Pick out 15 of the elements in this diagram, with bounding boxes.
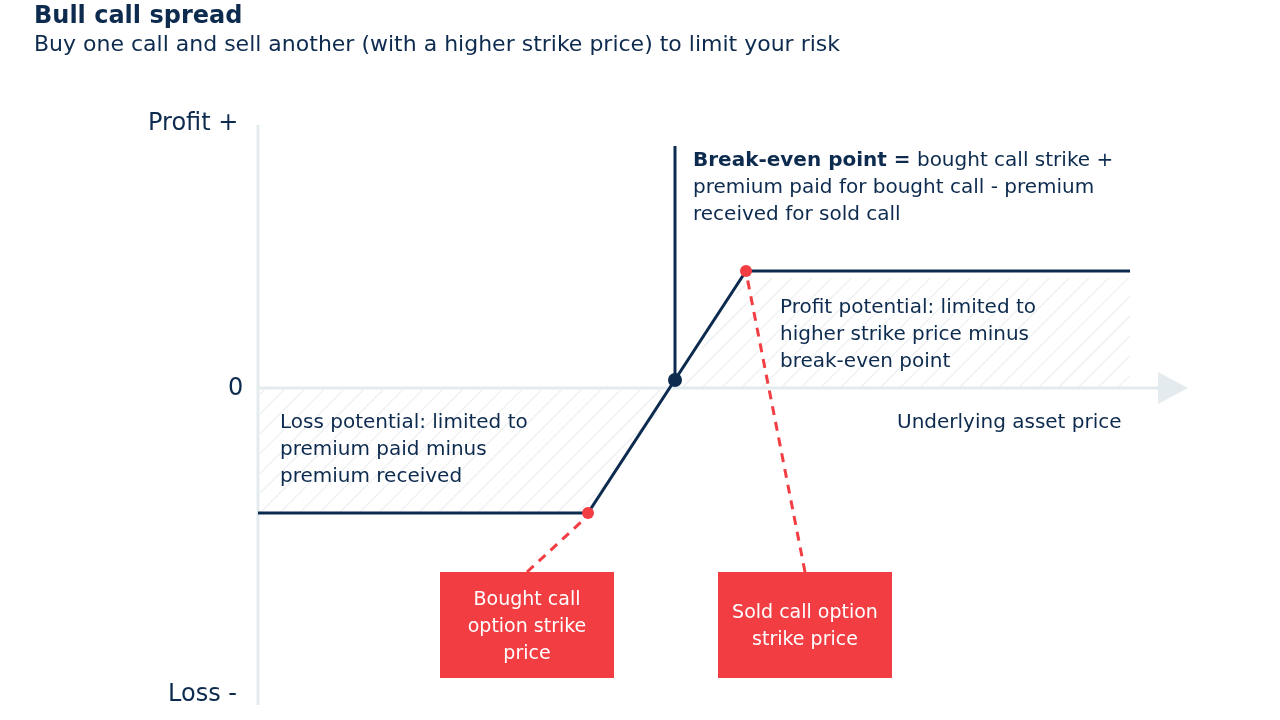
strike-price-box: Sold call option strike price	[718, 572, 892, 678]
profit-potential-note: Profit potential: limited to higher strike price minus break-even point	[780, 293, 1037, 374]
axis-title: Underlying asset price	[897, 408, 1122, 435]
subtitle: Buy one call and sell another (with a higher strike price) to limit your risk	[34, 30, 840, 57]
axis-label: Loss -	[168, 680, 237, 707]
strike-price-box: Bought call option strike price	[440, 572, 614, 678]
strike-point-dot	[582, 507, 594, 519]
leader-line	[673, 146, 677, 376]
break-even-dot	[668, 373, 682, 387]
loss-potential-note: Loss potential: limited to premium paid minus premium received	[280, 408, 529, 489]
axis-label: Profit +	[148, 109, 239, 136]
strike-point-dot	[740, 265, 752, 277]
title: Bull call spread	[34, 0, 243, 30]
axis-label: 0	[228, 374, 244, 401]
break-even-note: Break-even point = bought call strike + premium paid for bought call - premium received for sold call	[675, 146, 1115, 227]
